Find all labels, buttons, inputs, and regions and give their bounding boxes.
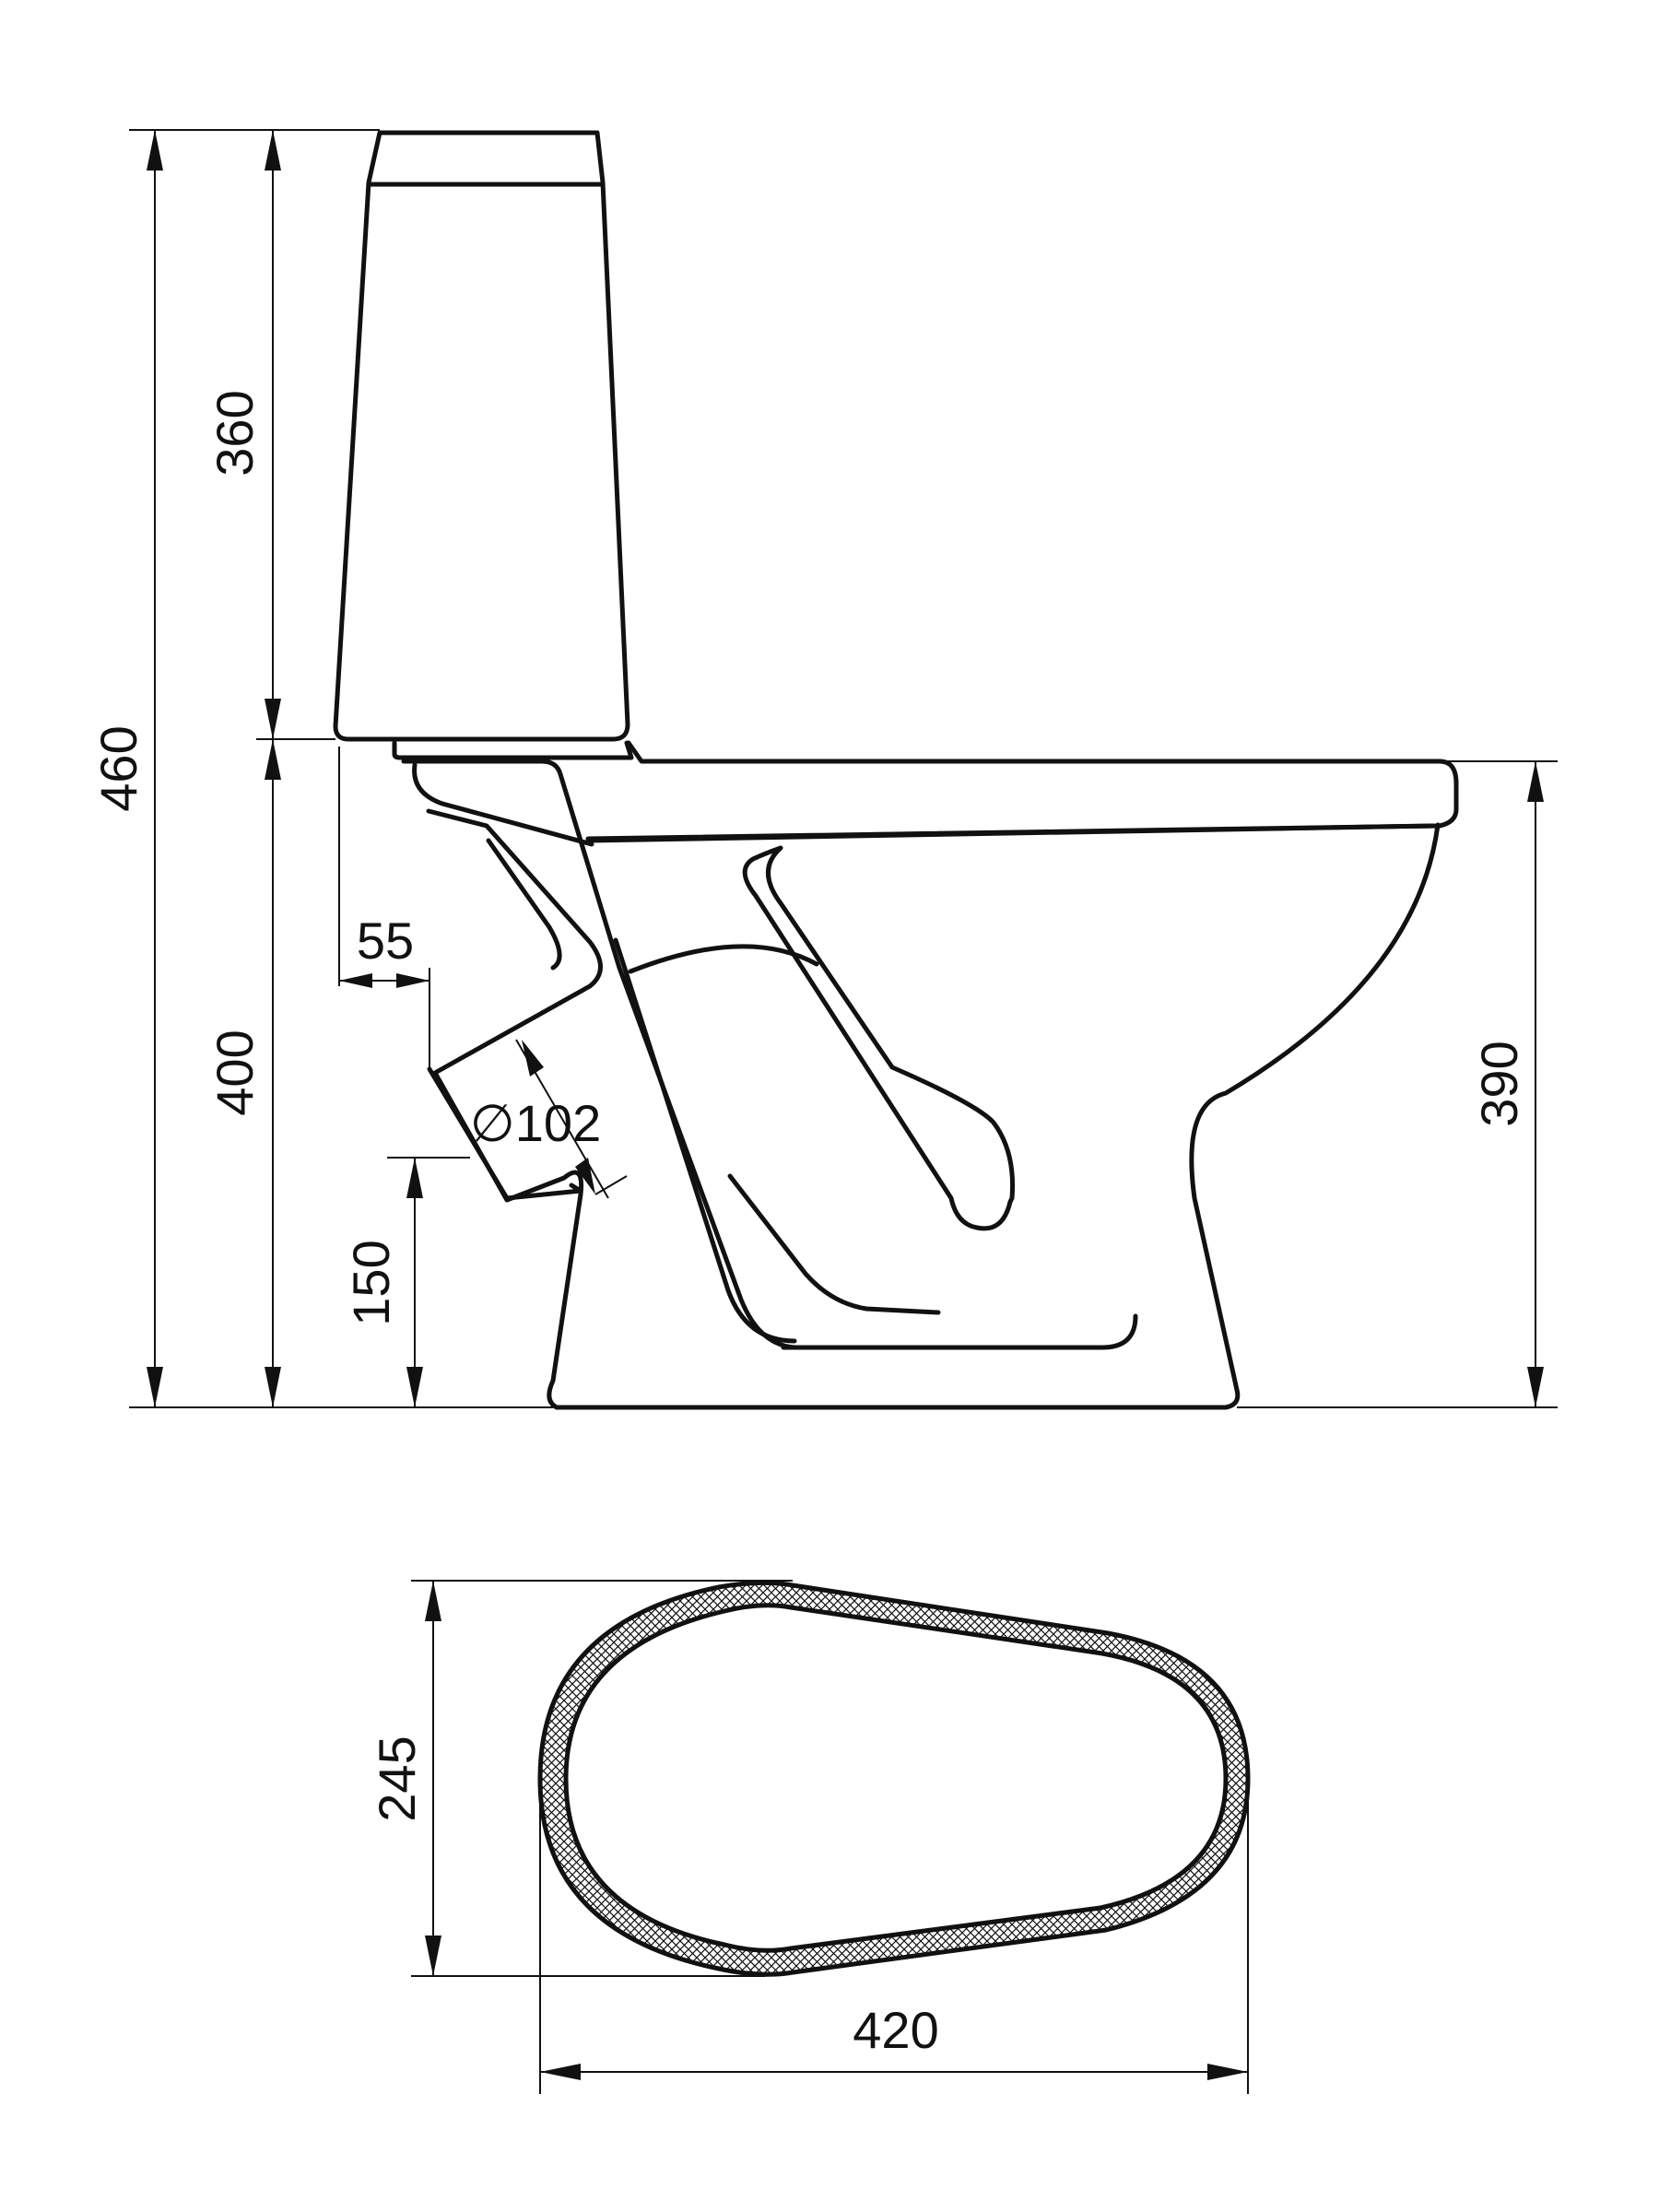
outlet-diameter-label: ∅102 (470, 1094, 601, 1152)
base-width-label: 245 (368, 1735, 426, 1821)
dim-outlet-diameter: ∅102 (470, 1039, 628, 1199)
side-view: 460 360 400 390 (89, 129, 1558, 1410)
dim-bowl-height: 390 (1237, 760, 1558, 1408)
bowl-height-label: 390 (1470, 1041, 1528, 1126)
base-length-label: 420 (853, 2001, 938, 2059)
dim-seat-height: 400 (206, 739, 281, 1407)
overall-height-label: 460 (89, 725, 147, 811)
cistern-tank (333, 130, 630, 742)
base-footprint-view: 245 420 (368, 1580, 1251, 2094)
dim-outlet-offset: 55 (338, 747, 430, 1069)
dim-tank-height: 360 (206, 130, 335, 740)
seat-rim (392, 740, 1459, 843)
seat-height-label: 400 (206, 1030, 264, 1115)
dim-overall-height: 460 (89, 129, 553, 1408)
outlet-offset-label: 55 (357, 912, 414, 970)
footprint-hatched-rim (537, 1580, 1251, 1977)
bowl-body (401, 759, 1441, 1410)
dim-outlet-height: 150 (342, 1157, 470, 1407)
outlet-pipe (427, 1066, 583, 1201)
tank-height-label: 360 (206, 390, 264, 476)
dim-base-length: 420 (539, 1788, 1249, 2094)
dim-base-width: 245 (368, 1580, 793, 1977)
outlet-height-label: 150 (342, 1240, 400, 1325)
